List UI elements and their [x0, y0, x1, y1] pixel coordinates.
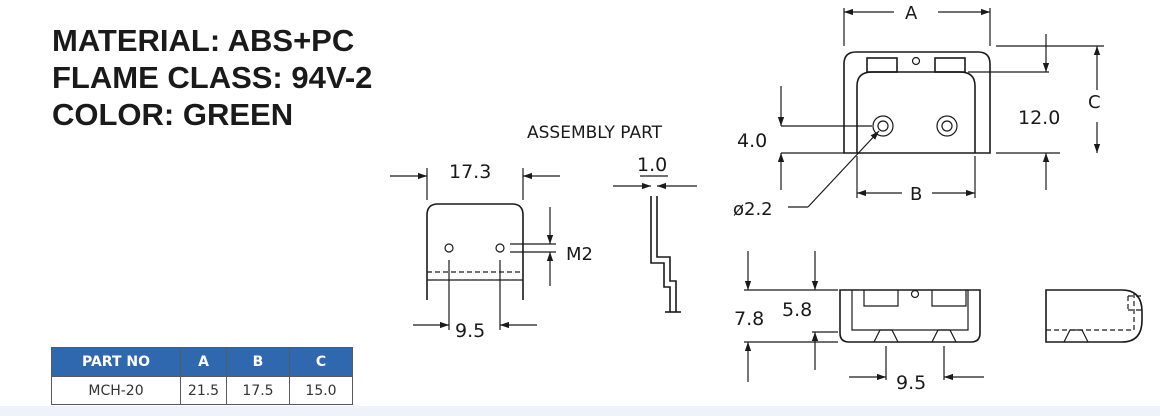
dim-a-label: A [905, 3, 918, 24]
front-hole-spacing-label: 9.5 [455, 320, 485, 342]
dim-height-label: 12.0 [1018, 107, 1060, 129]
parts-table: PART NO A B C MCH-20 21.5 17.5 15.0 [51, 347, 353, 405]
cell-a: 21.5 [180, 376, 227, 405]
side-view: 7.8 5.8 9.5 [734, 251, 984, 394]
top-view: A B 12.0 C 4.0 ø2.2 [733, 3, 1104, 220]
header-a: A [180, 347, 227, 377]
header-b: B [226, 347, 290, 377]
thickness-label: 1.0 [637, 154, 667, 176]
assembly-part-label: ASSEMBLY PART [527, 123, 663, 143]
front-width-label: 17.3 [449, 161, 491, 183]
dim-hole-dia-label: ø2.2 [733, 199, 773, 220]
dim-b-label: B [910, 184, 922, 205]
front-view: 17.3 9.5 M2 [390, 161, 593, 342]
table-row: MCH-20 21.5 17.5 15.0 [51, 376, 353, 405]
flame-class-text: FLAME CLASS: 94V-2 [52, 60, 373, 95]
cell-c: 15.0 [289, 376, 353, 405]
screw-label: M2 [566, 244, 593, 265]
table-header-row: PART NO A B C [51, 347, 353, 377]
cell-b: 17.5 [226, 376, 290, 405]
header-part-no: PART NO [51, 347, 181, 377]
dim-side-inner-label: 5.8 [782, 299, 812, 321]
assembly-part-view: ASSEMBLY PART 1.0 [527, 123, 697, 313]
dim-bottom-spacing-label: 9.5 [896, 372, 926, 394]
end-view [1045, 289, 1143, 343]
dim-hole-offset-label: 4.0 [737, 130, 767, 152]
material-text: MATERIAL: ABS+PC [52, 23, 355, 58]
spec-block: MATERIAL: ABS+PC FLAME CLASS: 94V-2 COLO… [52, 22, 372, 133]
bottom-strip [0, 406, 1160, 416]
dim-side-outer-label: 7.8 [734, 308, 764, 330]
dim-c-label: C [1088, 92, 1101, 113]
cell-part-no: MCH-20 [51, 376, 181, 405]
color-text: COLOR: GREEN [52, 97, 294, 132]
header-c: C [289, 347, 353, 377]
